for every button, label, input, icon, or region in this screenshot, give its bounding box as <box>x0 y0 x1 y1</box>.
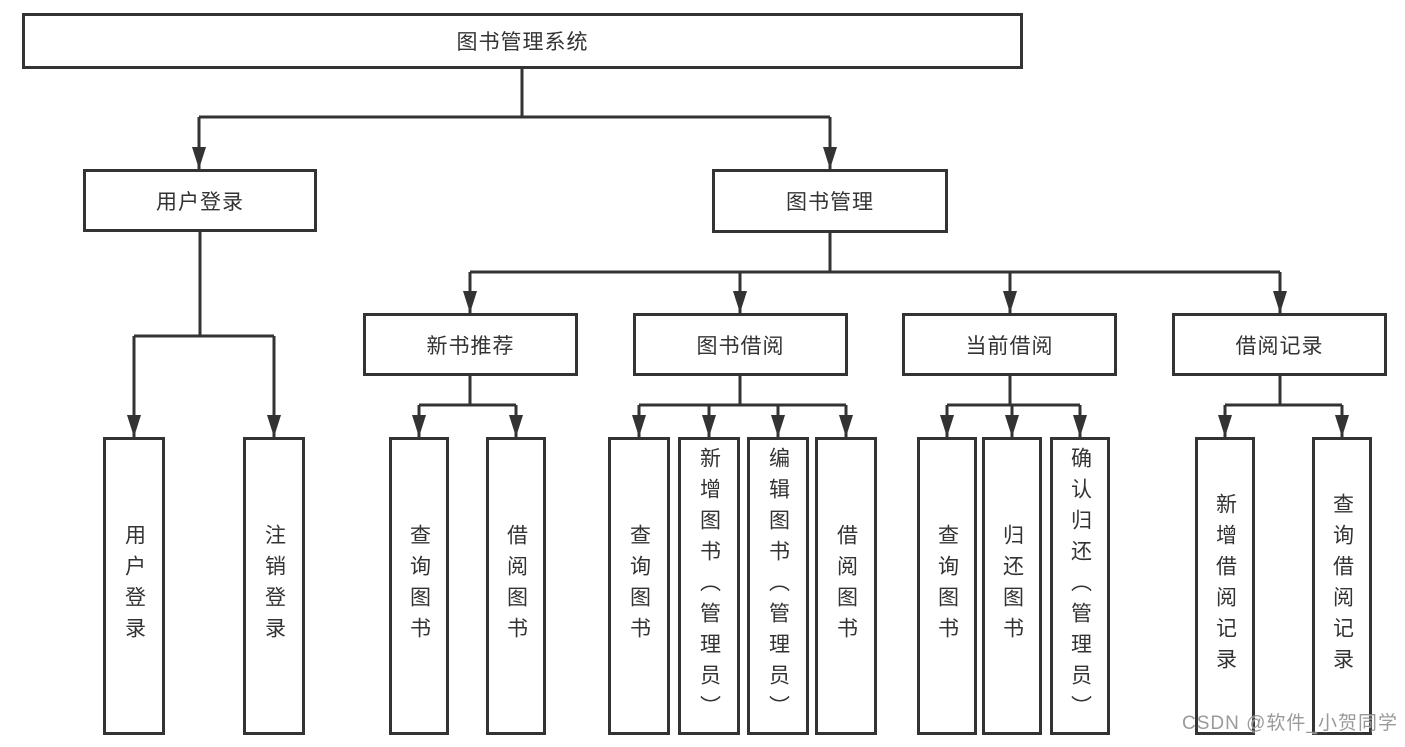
leaf-nbr-borrow-books: 借阅图书 <box>486 437 546 735</box>
leaf-nbr-borrow-books-label: 借阅图书 <box>504 524 528 648</box>
leaf-bb-query-books-label: 查询图书 <box>627 524 651 648</box>
leaf-bb-query-books: 查询图书 <box>608 437 670 735</box>
leaf-logout: 注销登录 <box>243 437 305 735</box>
node-new-book-recommend: 新书推荐 <box>363 313 578 376</box>
node-book-borrowing-label: 图书借阅 <box>696 334 785 358</box>
node-user-login-label: 用户登录 <box>156 190 244 214</box>
node-book-management-label: 图书管理 <box>786 191 874 214</box>
node-borrowing-records-label: 借阅记录 <box>1235 334 1324 358</box>
node-book-borrowing: 图书借阅 <box>633 313 848 376</box>
leaf-cb-query-books: 查询图书 <box>917 437 977 735</box>
leaf-user-login-label: 用户登录 <box>122 524 146 648</box>
node-current-borrowing-label: 当前借阅 <box>965 334 1054 358</box>
node-current-borrowing: 当前借阅 <box>902 313 1117 376</box>
leaf-br-add-record: 新增借阅记录 <box>1195 437 1255 735</box>
leaf-br-query-record: 查询借阅记录 <box>1312 437 1372 735</box>
leaf-nbr-query-books-label: 查询图书 <box>407 524 431 648</box>
node-new-book-recommend-label: 新书推荐 <box>426 334 515 358</box>
leaf-bb-add-books-admin: 新增图书（管理员） <box>678 437 740 735</box>
node-root-system: 图书管理系统 <box>22 13 1023 69</box>
leaf-nbr-query-books: 查询图书 <box>389 437 449 735</box>
leaf-bb-borrow-books: 借阅图书 <box>815 437 877 735</box>
leaf-bb-edit-books-admin: 编辑图书（管理员） <box>747 437 809 735</box>
leaf-bb-borrow-books-label: 借阅图书 <box>834 524 858 648</box>
watermark-text: CSDN @软件_小贺同学 <box>1182 713 1398 734</box>
leaf-cb-confirm-return-admin: 确认归还（管理员） <box>1050 437 1110 735</box>
leaf-cb-return-books-label: 归还图书 <box>1000 524 1024 648</box>
leaf-logout-label: 注销登录 <box>262 524 286 648</box>
node-root-system-label: 图书管理系统 <box>456 31 589 54</box>
leaf-br-add-record-label: 新增借阅记录 <box>1213 493 1237 679</box>
leaf-cb-confirm-return-admin-label: 确认归还（管理员） <box>1068 446 1092 726</box>
leaf-cb-return-books: 归还图书 <box>982 437 1042 735</box>
leaf-cb-query-books-label: 查询图书 <box>935 524 959 648</box>
leaf-bb-edit-books-admin-label: 编辑图书（管理员） <box>766 446 790 726</box>
node-user-login: 用户登录 <box>83 169 317 232</box>
node-borrowing-records: 借阅记录 <box>1172 313 1387 376</box>
node-book-management: 图书管理 <box>712 169 948 233</box>
leaf-br-query-record-label: 查询借阅记录 <box>1330 493 1354 679</box>
leaf-bb-add-books-admin-label: 新增图书（管理员） <box>697 446 721 726</box>
leaf-user-login: 用户登录 <box>103 437 165 735</box>
